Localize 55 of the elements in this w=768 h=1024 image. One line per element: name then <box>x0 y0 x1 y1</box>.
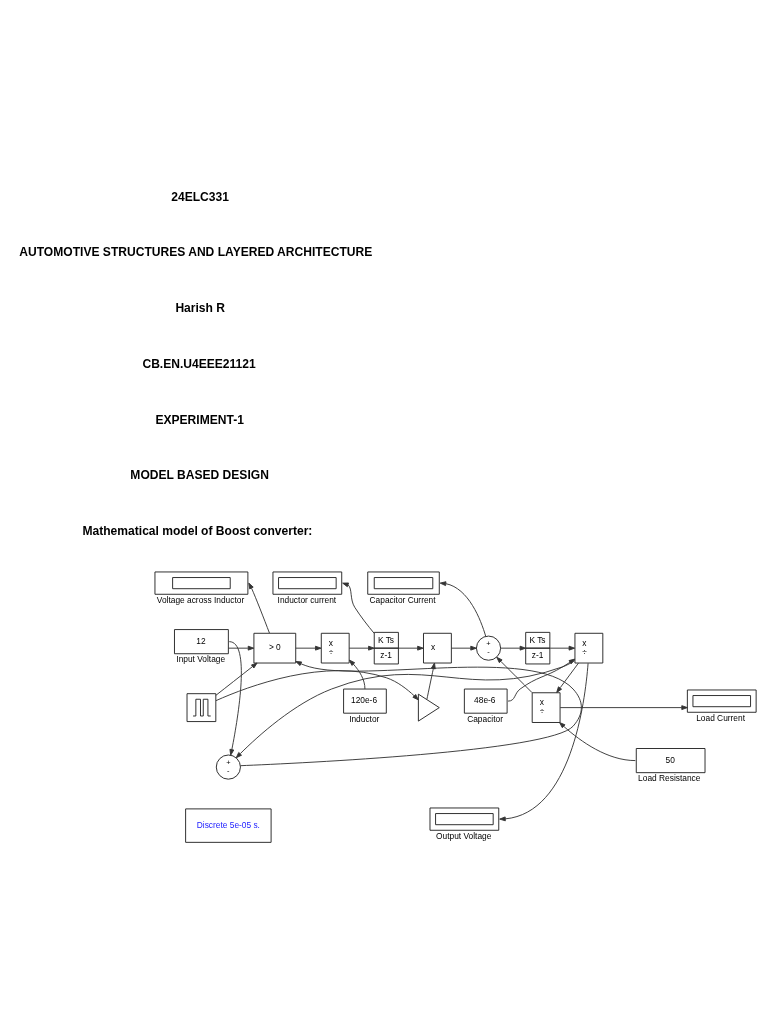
node-box: x <box>423 632 452 663</box>
arrow <box>507 658 576 702</box>
node-box: 48e-6 <box>463 688 508 714</box>
node-box: x ÷ <box>531 691 561 723</box>
arrow <box>556 662 579 693</box>
node-picture <box>186 692 217 722</box>
node-circle: + - <box>215 754 241 780</box>
arrow <box>559 721 636 761</box>
node-label: Output Voltage <box>436 830 492 841</box>
arrow <box>248 582 270 633</box>
node-box: Discrete 5e-05 s. <box>185 807 272 843</box>
node-box <box>154 571 249 595</box>
node-box: 50 <box>635 747 706 773</box>
label: CB.EN.U4EEE21121 <box>142 356 256 371</box>
arrow <box>450 645 477 651</box>
node-label: Load Resistance <box>638 772 701 783</box>
node-box <box>429 807 500 831</box>
arrow <box>439 580 487 637</box>
arrow <box>426 662 436 700</box>
node-triangle <box>417 693 440 722</box>
node-label: Load Current <box>696 712 745 723</box>
label: Harish R <box>175 300 226 315</box>
arrow <box>348 645 375 651</box>
label: Mathematical model of Boost converter: <box>82 523 313 538</box>
node-label: Voltage across Inductor <box>156 594 245 605</box>
arrow <box>559 704 688 710</box>
node-box <box>686 689 757 713</box>
node-label: Capacitor <box>467 713 503 724</box>
label: MODEL BASED DESIGN <box>130 467 269 482</box>
arrow <box>342 582 375 634</box>
arrow <box>398 645 424 651</box>
node-box <box>367 571 440 595</box>
node-box: > 0 <box>253 632 297 663</box>
node-box: 12 <box>174 628 229 654</box>
node-label: Inductor current <box>277 594 337 605</box>
node-box: x ÷ <box>574 632 604 663</box>
arrow <box>499 662 589 821</box>
arrow <box>227 645 255 651</box>
node-label: Inductor <box>349 713 380 724</box>
node-box: x ÷ <box>320 632 350 663</box>
arrow <box>215 662 258 696</box>
arrow <box>215 669 419 701</box>
arrow <box>295 645 322 651</box>
arrow <box>549 645 576 651</box>
label: EXPERIMENT-1 <box>155 412 244 427</box>
label: AUTOMOTIVE STRUCTURES AND LAYERED ARCHITECTURE <box>19 244 373 259</box>
node-label: Input Voltage <box>176 653 226 664</box>
arrow <box>496 656 533 693</box>
label: 24ELC331 <box>171 189 229 204</box>
arrow <box>500 645 527 651</box>
node-box: 120e-6 <box>343 688 387 714</box>
arrow <box>348 659 366 689</box>
node-box <box>272 571 343 595</box>
node-label: Capacitor Current <box>369 594 436 605</box>
arrow <box>228 640 242 756</box>
